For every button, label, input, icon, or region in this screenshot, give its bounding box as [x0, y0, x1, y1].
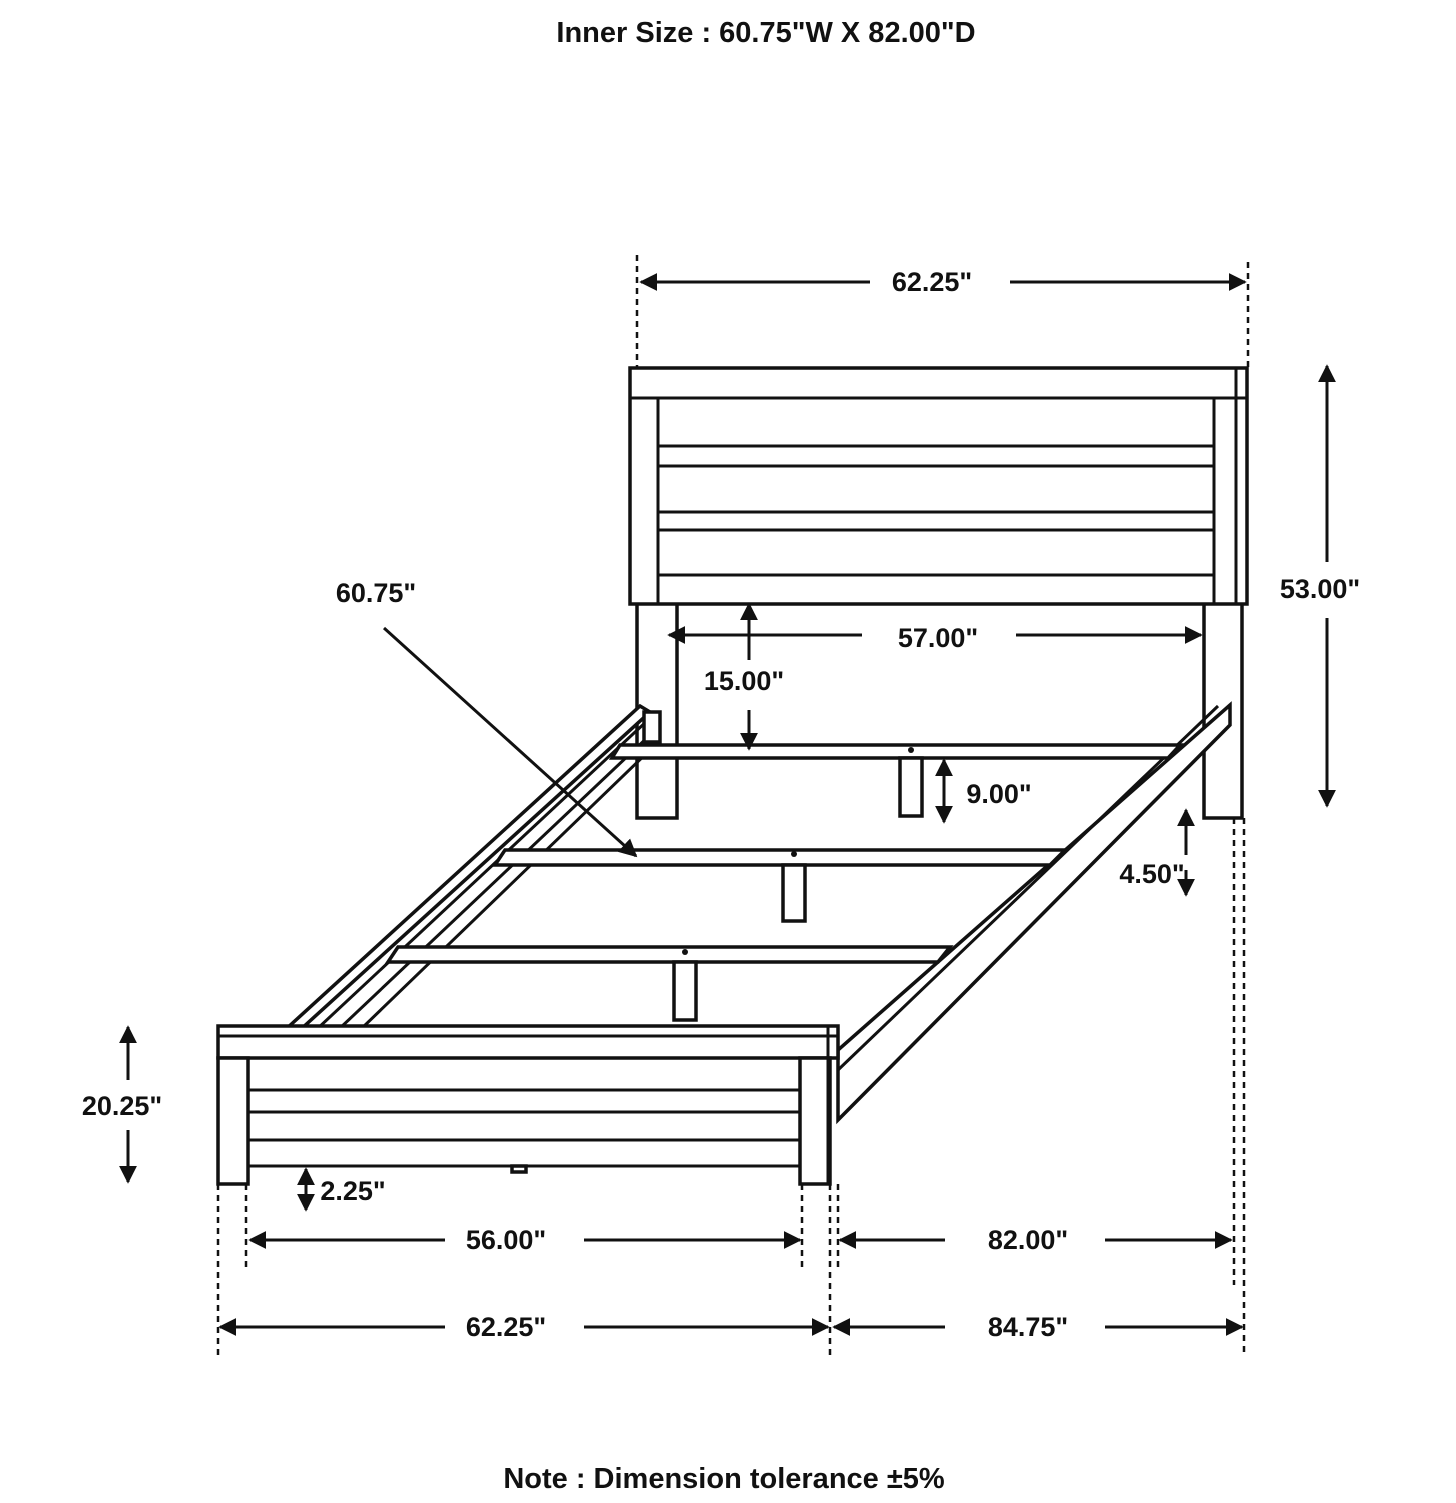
side-rail-height-label: 4.50": [1119, 859, 1184, 889]
footboard-inner-width-label: 56.00": [466, 1225, 546, 1255]
inner-length-label: 82.00": [988, 1225, 1068, 1255]
headboard-width-label: 62.25": [892, 267, 972, 297]
extension-lines: [216, 255, 1250, 1355]
left-side-rail: [280, 703, 662, 1032]
slat-length-label: 60.75": [336, 578, 416, 608]
overall-length-label: 84.75": [988, 1312, 1068, 1342]
headboard: [628, 366, 1249, 820]
inner-size-title: Inner Size : 60.75"W X 82.00"D: [556, 17, 975, 49]
headboard-leg-clearance-label: 15.00": [704, 666, 784, 696]
footboard: [216, 1024, 840, 1186]
cross-slats: [384, 743, 1184, 1022]
rail-support-height-label: 9.00": [966, 779, 1031, 809]
footboard-leg-clearance-label: 2.25": [320, 1176, 385, 1206]
inner-headboard-width-label: 57.00": [898, 623, 978, 653]
headboard-height-label: 53.00": [1280, 574, 1360, 604]
dimension-lines: [119, 273, 1336, 1336]
tolerance-note: Note : Dimension tolerance ±5%: [503, 1463, 945, 1495]
footboard-height-label: 20.25": [82, 1091, 162, 1121]
footboard-width-label: 62.25": [466, 1312, 546, 1342]
right-side-rail: [836, 701, 1232, 1125]
